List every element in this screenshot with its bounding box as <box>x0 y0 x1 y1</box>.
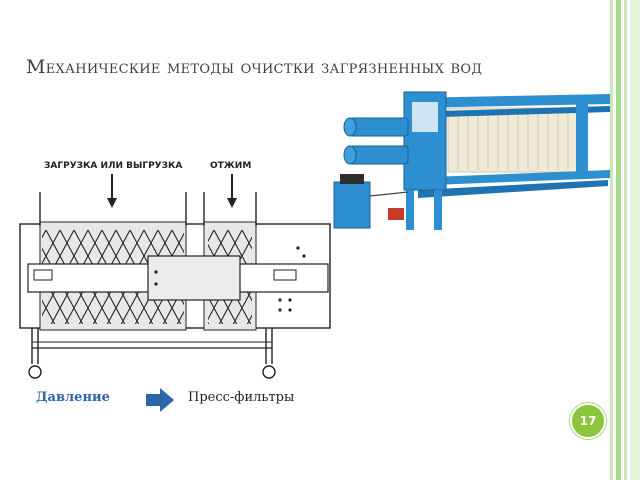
caption-filter-press: Пресс-фильтры <box>188 390 295 405</box>
slide-title: Механические методы очистки загрязненных… <box>26 56 483 78</box>
down-arrow-icon <box>227 174 237 208</box>
decor-stripe <box>630 0 640 480</box>
decor-stripe <box>610 0 613 480</box>
diagram-label-pressing: ОТЖИМ <box>210 161 251 171</box>
decor-stripe <box>624 0 627 480</box>
right-arrow-icon <box>146 388 174 412</box>
caption-pressure: Давление <box>36 390 110 405</box>
diagram-label-loading: ЗАГРУЗКА ИЛИ ВЫГРУЗКА <box>44 161 182 171</box>
page-number-badge: 17 <box>570 403 606 439</box>
decor-stripe <box>616 0 621 480</box>
down-arrow-icon <box>107 174 117 208</box>
filter-press-photo <box>333 91 610 230</box>
filter-press-diagram: ЗАГРУЗКА ИЛИ ВЫГРУЗКА ОТЖИМ <box>19 161 331 379</box>
